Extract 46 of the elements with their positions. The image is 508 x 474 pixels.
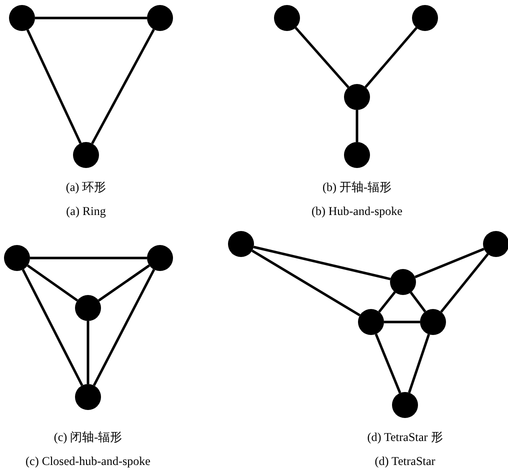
- connector-line: [252, 250, 360, 316]
- figure-caption: (c) Closed-hub-and-spoke: [26, 454, 150, 468]
- figure-caption: (a) Ring: [66, 204, 106, 218]
- connector-line: [253, 246, 391, 280]
- connector-line: [30, 256, 147, 260]
- circle-node: [344, 142, 370, 168]
- circle-node: [392, 392, 418, 418]
- circle-node: [4, 245, 30, 271]
- connector-line: [91, 28, 155, 144]
- figure-caption: (b) 开轴-辐形: [322, 180, 392, 194]
- connector-line: [384, 320, 420, 324]
- connector-line: [440, 253, 489, 313]
- connector-line: [378, 291, 396, 313]
- circle-node: [75, 295, 101, 321]
- circle-node: [9, 5, 35, 31]
- circle-node: [274, 5, 300, 31]
- circle-node: [358, 309, 384, 335]
- connector-line: [414, 248, 484, 278]
- circle-node: [75, 384, 101, 410]
- circle-node: [483, 231, 508, 257]
- circle-node: [420, 309, 446, 335]
- connector-line: [26, 29, 82, 144]
- connector-line: [98, 264, 150, 302]
- circle-node: [147, 245, 173, 271]
- connector-line: [294, 26, 350, 88]
- figure-caption: (d) TetraStar: [374, 454, 436, 468]
- connector-line: [22, 269, 84, 386]
- figure-caption: (b) Hub-and-spoke: [312, 204, 402, 218]
- connector-line: [364, 27, 418, 88]
- connector-line: [408, 334, 430, 394]
- figure-caption: (d) TetraStar 形: [367, 430, 443, 444]
- figure-caption: (a) 环形: [66, 180, 106, 194]
- figure-caption: (c) 闭轴-辐形: [54, 430, 122, 444]
- circle-node: [73, 142, 99, 168]
- connector-line: [374, 334, 402, 394]
- connector-line: [86, 321, 90, 384]
- circle-node: [344, 84, 370, 110]
- circle-node: [412, 5, 438, 31]
- connector-line: [92, 268, 156, 386]
- circle-node: [390, 269, 416, 295]
- circle-node: [147, 5, 173, 31]
- circle-node: [228, 231, 254, 257]
- connector-line: [356, 110, 358, 142]
- connector-line: [410, 292, 426, 312]
- connector-line: [35, 16, 147, 20]
- connector-line: [26, 264, 78, 302]
